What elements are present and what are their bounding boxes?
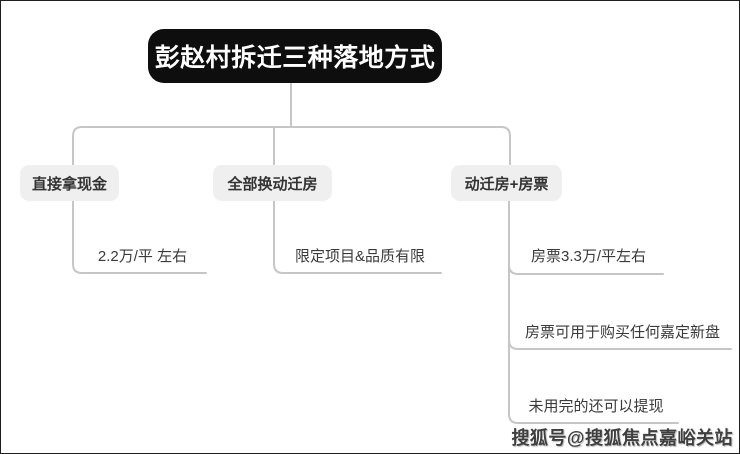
- leaf-limited-projects: 限定项目&品质有限: [294, 248, 425, 265]
- leaf-ticket-cashout: 未用完的还可以提现: [528, 398, 664, 415]
- leaf-cash-price: 2.2万/平 左右: [97, 248, 188, 265]
- branch-topic-housing-plus-ticket: 动迁房+房票: [451, 165, 562, 201]
- leaf-3-1-line: [508, 264, 664, 275]
- branch-topic-cash: 直接拿现金: [20, 165, 119, 201]
- leaf-ticket-usage: 房票可用于购买任何嘉定新盘: [524, 324, 720, 341]
- branch-rail-line: [72, 126, 511, 166]
- branch-topic-relocation-housing: 全部换动迁房: [213, 165, 332, 201]
- root-topic: 彭赵村拆迁三种落地方式: [148, 29, 442, 83]
- sohu-watermark: 搜狐号@搜狐焦点嘉峪关站: [511, 428, 733, 448]
- leaf-ticket-price: 房票3.3万/平左右: [530, 248, 647, 265]
